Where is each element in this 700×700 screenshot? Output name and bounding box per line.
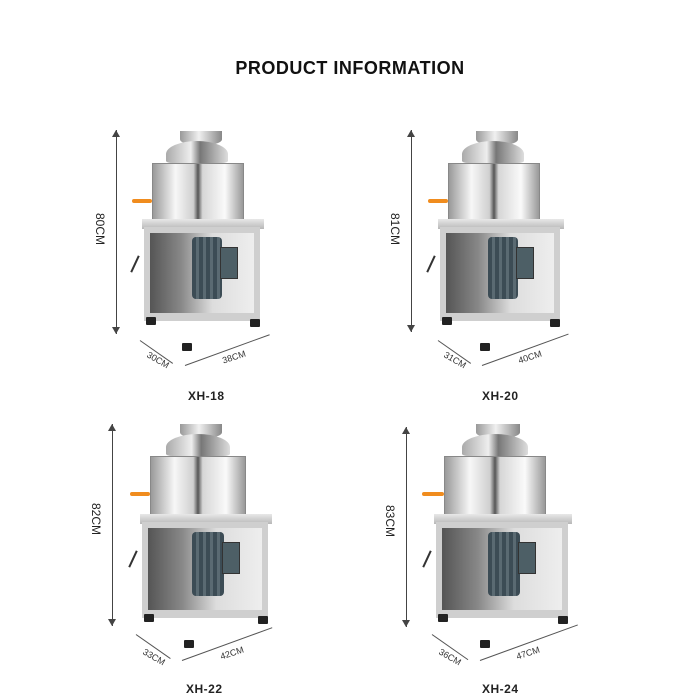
orange-handle-icon xyxy=(130,492,150,496)
model-name: XH-22 xyxy=(186,682,223,696)
height-dimension-line xyxy=(108,424,127,626)
height-label: 81CM xyxy=(388,212,403,246)
meatball-machine-image xyxy=(128,418,288,653)
model-name: XH-18 xyxy=(188,389,225,403)
height-label: 80CM xyxy=(93,212,108,246)
height-dimension-line xyxy=(402,427,421,627)
height-label: 83CM xyxy=(383,504,398,538)
meatball-machine-image xyxy=(420,418,590,653)
orange-handle-icon xyxy=(132,199,152,203)
model-name: XH-20 xyxy=(482,389,519,403)
model-name: XH-24 xyxy=(482,682,519,696)
meatball-machine-image xyxy=(130,125,280,355)
height-dimension-line xyxy=(407,130,426,332)
orange-handle-icon xyxy=(422,492,444,496)
orange-handle-icon xyxy=(428,199,448,203)
height-label: 82CM xyxy=(89,502,104,536)
page-title: PRODUCT INFORMATION xyxy=(235,58,465,78)
meatball-machine-image xyxy=(426,125,576,355)
height-dimension-line xyxy=(112,130,131,334)
